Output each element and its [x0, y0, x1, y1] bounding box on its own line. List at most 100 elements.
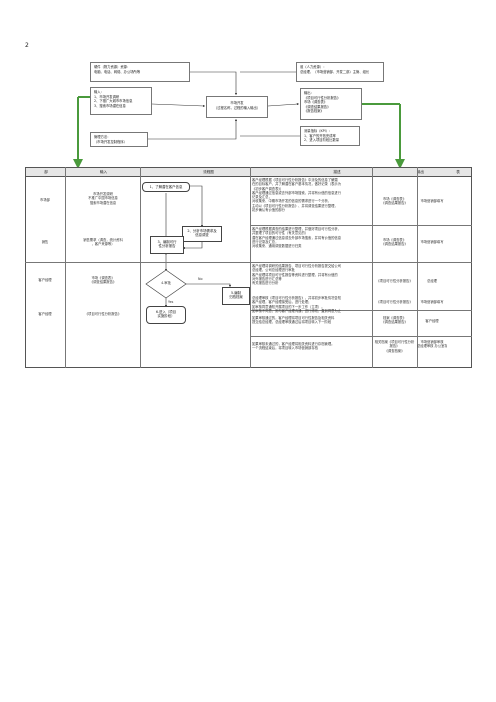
row3-form: 总经理 [427, 279, 437, 283]
row3-desc-line: 客户经理将调研的结果报告、项目可行性分析报告提交给公司 [252, 264, 342, 268]
row5-desc-line: 如果审核通过的，客户经理将项目可行性报告及相关资料 [252, 316, 335, 320]
flow-step-5: 5.编制 归档档案 [222, 287, 250, 305]
row4-desc-line: 客户经理，客户经理接受后，进行处理； [252, 300, 312, 305]
decision-diamond [145, 269, 187, 299]
row1-input-line: 不推广中国市场信息 [88, 196, 118, 201]
flow-step-5-line: 归档档案 [229, 295, 243, 300]
row4-description: 总经理审核《项目可行性分析报告》，并将初步审批情况告知 客户经理，客户经理接受后… [252, 296, 371, 313]
staff-box: 谁（人力资源）： 总经理、（市场营销部、开发二部）主管、组长 [296, 62, 384, 82]
flow-step-2-line: 信息调查 [195, 233, 209, 238]
flow-yes-label: Yes [168, 300, 174, 304]
row2-input-line: ，客户来源等） [91, 242, 115, 247]
input-line: 2、下推广大城市市场信息 [94, 99, 133, 104]
row5-description: 如果审核通过的，客户经理将项目可行性报告及相关资料 提交给总经理，总经理审核通过… [252, 316, 371, 325]
flow-step-6-line: 实施阶段） [157, 314, 175, 319]
col-divider [65, 167, 66, 368]
row1-output-line: 市场《调查表》 [382, 197, 407, 201]
method-line: （市场开发控制程序） [94, 139, 127, 144]
kpi-line: 2、进入项目阶段比数量 [304, 138, 340, 143]
staff-line: 总经理、（市场营销部、开发二部）主管、组长 [300, 69, 370, 74]
flow-step-3: 3、编制可行 性分析报告 [150, 236, 184, 254]
row6-description: 如果审核未通过的，客户经理将相关资料进行存档管理。 一个流程结束后，将项目转入市… [252, 342, 371, 351]
flow-step-2-line: 2、分析市场需求及 [187, 229, 217, 233]
row4-desc-line: 如审核同意通知开展项目的下一步工作（立项）。 [252, 304, 325, 309]
row3-input-line: 市场《调查表》 [91, 276, 115, 280]
row-divider [250, 310, 472, 311]
row3-desc-line: 有关报告进行分析 [252, 281, 279, 286]
row6-output-line: 相关档案《项目可行性分析 [374, 340, 415, 344]
header-flowchart: 流程图 [203, 170, 214, 174]
row1-desc-line: 初步确认有价值的部分 [252, 208, 285, 213]
flow-no-label: No [198, 277, 203, 281]
row2-output-line: 《调查结果报告》 [381, 242, 408, 247]
method-line: 管理方法： [94, 135, 111, 139]
row1-input-line: 搜索市场潜在信息 [89, 200, 117, 205]
flow-step-1: 1、了解潜在客户信息 [142, 182, 190, 192]
kpi-box: 测量指标（KPI）： 1、客户的开拓完成率 2、进入项目阶段比数量 [300, 126, 360, 146]
row1-form: 市场营销部填写 [420, 199, 444, 203]
kpi-line: 1、客户的开拓完成率 [304, 133, 336, 138]
row3-input-line: 《调查结果报告》 [89, 280, 117, 285]
row-divider [250, 225, 472, 226]
row2-desc-line: 对收集来、通用调查数据进行归类 [252, 244, 302, 249]
row2-desc-line: 客户经理根据调查的结果进行整理，并做好项目可行性分析， [252, 227, 342, 231]
row5-output-line: 《调查结果报告》 [381, 320, 408, 325]
row1-dept: 市场部 [40, 198, 50, 202]
row2-output-line: 市场《调查表》 [382, 238, 407, 242]
row6-form-line: 市场营销部审核 [420, 340, 444, 344]
header-output: 输出 [416, 170, 425, 174]
row4-input: 《项目可行性分析报告》 [84, 312, 122, 316]
output-line: 市场《调查表》 [304, 100, 328, 105]
header-form: 表 [456, 170, 460, 174]
row4-form: 市场营销部填写 [420, 300, 444, 304]
flow-step-6-line: 6.进入（项目 [155, 310, 177, 314]
row6-output-line: 报告》 [389, 344, 400, 349]
row1-input: 市场开发调研 不推广中国市场信息 搜索市场潜在信息 [66, 192, 140, 205]
row2-desc-line: 并整理了项目的可行性（有关意见的） [252, 231, 309, 236]
staff-line: 谁（人力资源）： [300, 65, 327, 69]
row3-output: 《项目可行性分析报告》 [376, 279, 413, 283]
row4-output: 《项目可行性分析报告》 [376, 300, 413, 304]
resources-line: 硬件（物力资源）资源： [94, 65, 131, 69]
row1-desc-line: 主动以《项目可行性分析报告》、并将调查结果进行整理， [252, 203, 338, 208]
output-line: 《报告档案》 [304, 109, 324, 114]
table-header: 部 输入 流程图 描述 输出 表 [25, 167, 472, 177]
row1-description: 客户经理根据《项目可行性分析报告》中涉及的信息了解潜 在的目标客户，并了解潜在客… [252, 178, 371, 212]
row5-desc-line: 提交给总经理，总经理审核通过后将项目转入下一阶段 [252, 320, 332, 325]
row3-description: 客户经理将调研的结果报告、项目可行性分析报告提交给公司 总经理，公司总经理进行审… [252, 264, 371, 285]
col-divider [372, 167, 373, 368]
flow-step-3-line: 3、编制可行 [157, 240, 177, 244]
header-input: 输入 [99, 170, 108, 174]
input-line: 1、市场开发调研 [94, 94, 120, 99]
process-box: 市场开发 （过程名称，过程的输入输出） [206, 96, 268, 118]
row5-output-line: 档案《调查表》 [382, 316, 407, 320]
row3-desc-line: 客户经理将项目可行性报告等资料进行整理，并将有价值的 [252, 272, 338, 277]
row1-desc-line: 记录及汇总， [252, 195, 272, 200]
flow-step-4: 4.审批 [161, 281, 171, 285]
row6-form: 市场营销部审核 总经理审核 办公室存档 [417, 340, 447, 349]
row3-desc-line: 总经理，公司总经理进行审批 [252, 268, 295, 273]
row6-desc-line: 如果审核未通过的，客户经理将相关资料进行存档管理。 [252, 342, 335, 346]
row3-dept: 客户经理 [38, 278, 52, 282]
row1-desc-line: 对收集来、中期市场开发的信息的需求进行一个分析， [252, 199, 332, 204]
row4-desc-line: 如审核不同意，则与客户经理沟通，进行修改，直到同意为止 [252, 308, 342, 313]
output-line: 《项目可行性分析报告》 [304, 95, 341, 100]
row1-output: 市场《调查表》 《调查结果报告》 [372, 197, 417, 206]
flow-step-5-line: 5.编制 [230, 291, 242, 295]
input-box: 输入： 1、市场开发调研 2、下推广大城市市场信息 3、搜索市场潜在信息 [90, 87, 152, 115]
row6-form-line: 总经理审核 办公室存档 [417, 344, 447, 349]
page-number: 2 [25, 42, 29, 49]
output-line: 输出： [304, 91, 314, 95]
resources-box: 硬件（物力资源）资源： 电脑、电话、网络、办公场所等 [90, 62, 190, 82]
row2-desc-line: 进行记录及汇总， [252, 239, 279, 244]
row3-desc-line: 对外报告进行汇总等 [252, 276, 282, 281]
row1-input-line: 市场开发调研 [93, 192, 113, 196]
row-divider [25, 262, 472, 263]
row5-form: 客户经理 [425, 319, 439, 323]
header-dept: 部 [44, 170, 48, 174]
row1-desc-line: 客户经理通过信息或去外部市场搜索，并将有价值的信息进行 [252, 190, 342, 195]
row4-dept: 客户经理 [38, 312, 52, 316]
row5-output: 档案《调查表》 《调查结果报告》 [372, 316, 417, 325]
row1-desc-line: 在的目标客户，并了解潜在客户基本情况，做好记录（表示为 [252, 182, 342, 187]
col-divider [417, 167, 418, 368]
